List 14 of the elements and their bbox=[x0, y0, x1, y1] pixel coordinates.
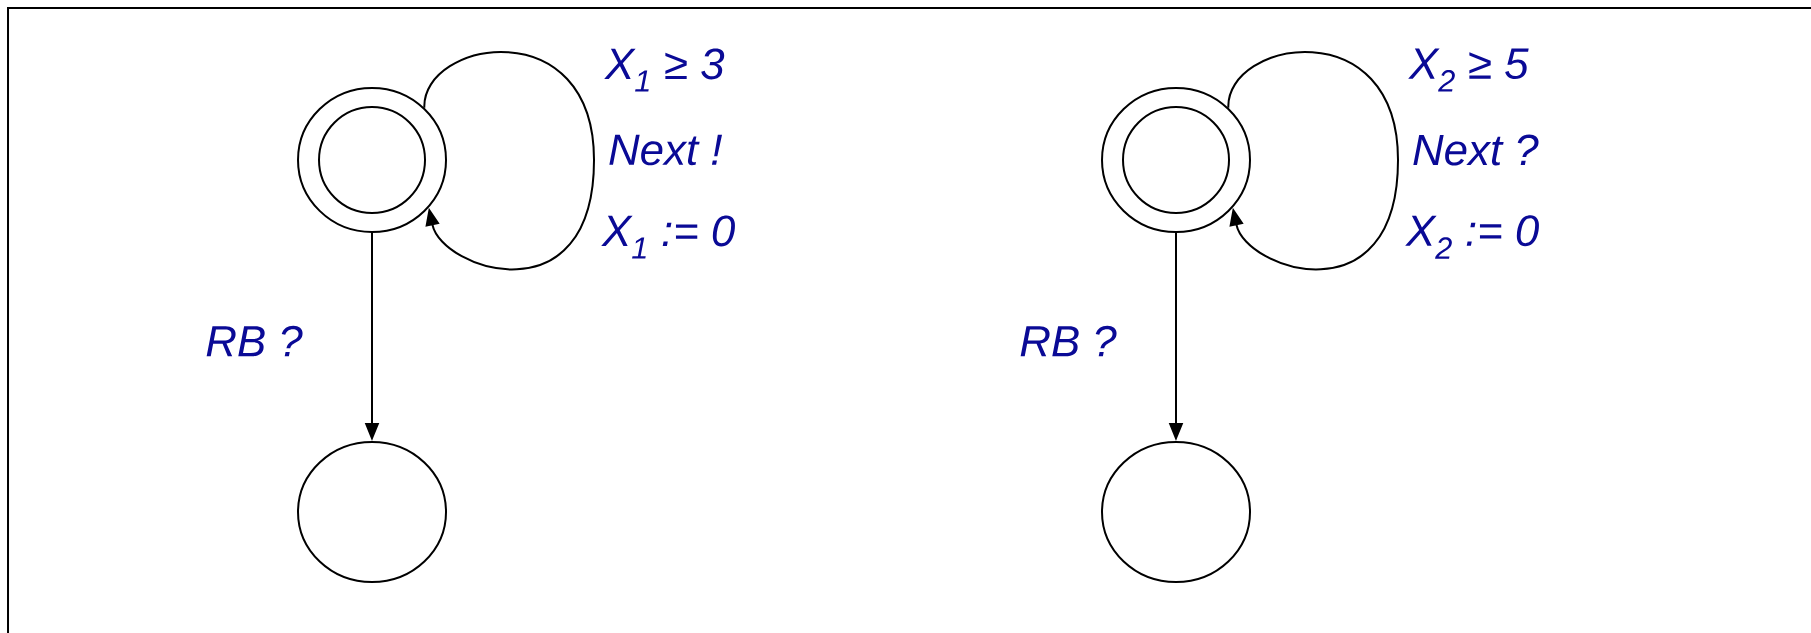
edge-label: Next ? bbox=[1413, 134, 1539, 166]
state-circle bbox=[297, 441, 447, 583]
arrow bbox=[423, 51, 595, 271]
transition-label: X$_{1}$ := 0 bbox=[601, 215, 735, 259]
transition-label: X$_{2}$ := 0 bbox=[1405, 215, 1539, 259]
initial-state-circle bbox=[1101, 87, 1251, 233]
edge-label: RB ? bbox=[206, 325, 303, 357]
transition-label: X$_{2}$ ≥ 5 bbox=[1408, 48, 1529, 92]
transition-label: X$_{1}$ ≥ 3 bbox=[604, 48, 725, 92]
arrow bbox=[1227, 51, 1399, 271]
edge-label: RB ? bbox=[1020, 325, 1117, 357]
state-circle bbox=[1101, 441, 1251, 583]
edge-label: Next ! bbox=[609, 134, 723, 166]
initial-state-circle bbox=[297, 87, 447, 233]
